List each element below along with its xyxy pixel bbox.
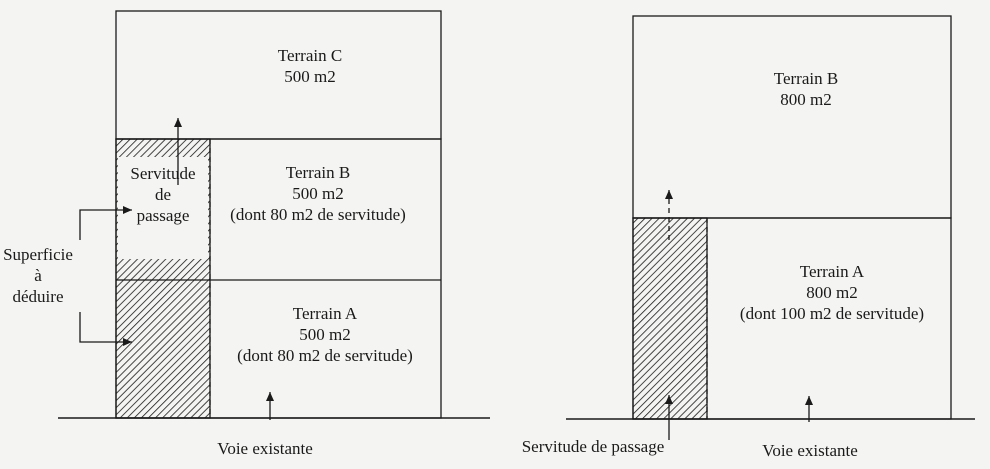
left-servitude-label: Servitude de passage (130, 163, 195, 226)
left-terrain-b-area: 500 m2 (292, 184, 344, 203)
right-hatched-servitude (632, 217, 708, 420)
right-terrain-a-label: Terrain A 800 m2 (dont 100 m2 de servitu… (740, 261, 924, 324)
left-terrain-b-name: Terrain B (285, 163, 351, 182)
left-terrain-a-label: Terrain A 500 m2 (dont 80 m2 de servitud… (237, 303, 413, 366)
left-terrain-c-label: Terrain C 500 m2 (278, 45, 342, 87)
right-terrain-b-label: Terrain B 800 m2 (774, 68, 838, 110)
right-terrain-b-outline (632, 15, 952, 219)
right-road-label: Voie existante (762, 441, 858, 460)
left-superficie-word-3: déduire (12, 287, 64, 306)
left-label-backdrop (118, 157, 208, 259)
left-diagram (58, 10, 490, 420)
left-servitude-word-1: Servitude (130, 164, 196, 183)
left-terrain-a-area: 500 m2 (299, 325, 351, 344)
left-terrain-b-note: (dont 80 m2 de servitude) (230, 205, 406, 224)
right-diagram (566, 15, 975, 440)
left-road-label: Voie existante (217, 439, 313, 458)
left-superficie-word-1: Superficie (3, 245, 73, 264)
right-terrain-a-name: Terrain A (799, 262, 865, 281)
left-servitude-word-3: passage (136, 206, 190, 225)
left-terrain-a-note: (dont 80 m2 de servitude) (237, 346, 413, 365)
left-terrain-b-label: Terrain B 500 m2 (dont 80 m2 de servitud… (230, 162, 406, 225)
right-terrain-a-area: 800 m2 (806, 283, 858, 302)
left-superficie-label: Superficie à déduire (1, 244, 75, 307)
left-terrain-a-name: Terrain A (292, 304, 358, 323)
left-superficie-bracket-lower (79, 312, 132, 346)
left-superficie-word-2: à (34, 266, 42, 285)
left-terrain-c-name: Terrain C (277, 46, 343, 65)
left-superficie-bracket (79, 206, 132, 240)
left-terrain-c-area: 500 m2 (284, 67, 336, 86)
right-terrain-a-note: (dont 100 m2 de servitude) (739, 304, 925, 323)
left-servitude-word-2: de (154, 185, 172, 204)
right-terrain-b-name: Terrain B (773, 69, 839, 88)
right-terrain-b-area: 800 m2 (780, 90, 832, 109)
right-servitude-label: Servitude de passage (521, 437, 665, 456)
